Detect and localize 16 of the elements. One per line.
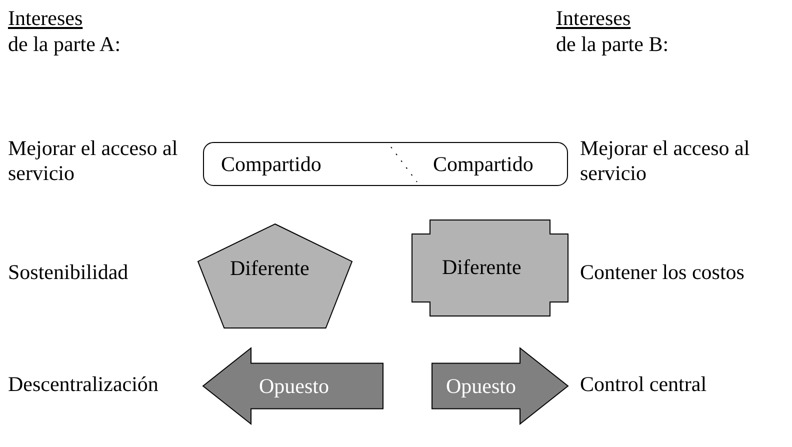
interest-label: de la parte B: <box>556 32 669 57</box>
interest-label: Mejorar el acceso al servicio <box>8 136 179 186</box>
heading-text: Intereses <box>556 6 631 31</box>
interest-label: Descentralización <box>8 372 158 397</box>
interest-label: Control central <box>580 372 707 397</box>
heading-text: Intereses <box>8 6 83 31</box>
shape-label: Opuesto <box>446 374 516 398</box>
interest-label: Mejorar el acceso al servicio <box>580 136 751 186</box>
shape-label: Compartido <box>433 152 534 176</box>
interest-label: Sostenibilidad <box>8 260 128 285</box>
shape-label: Compartido <box>221 152 322 176</box>
interest-label: Contener los costos <box>580 260 744 285</box>
interest-label: de la parte A: <box>8 32 121 57</box>
shape-label: Opuesto <box>259 374 329 398</box>
shape-label: Diferente <box>230 256 310 280</box>
shape-label: Diferente <box>442 255 522 279</box>
